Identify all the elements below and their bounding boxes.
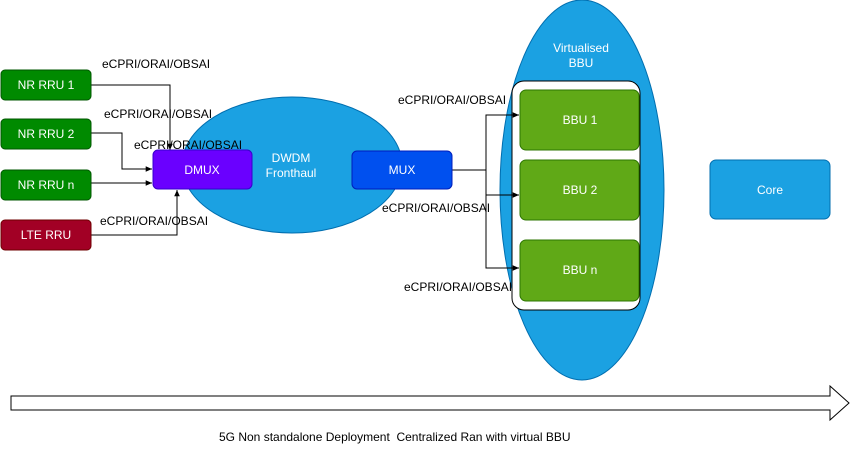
link-label-rrun: eCPRI/ORAI/OBSAI bbox=[134, 138, 242, 152]
node-label: Core bbox=[757, 183, 783, 197]
dwdm-label-line1: DWDM bbox=[272, 151, 311, 165]
node-nr-rru-n[interactable]: NR RRU n bbox=[0, 169, 92, 201]
node-label: BBU 1 bbox=[563, 113, 598, 127]
diagram-caption: 5G Non standalone Deployment Centralized… bbox=[219, 430, 571, 444]
node-label: DMUX bbox=[184, 163, 219, 177]
node-lte-rru[interactable]: LTE RRU bbox=[0, 219, 92, 251]
node-bbu-2[interactable]: BBU 2 bbox=[519, 159, 640, 221]
link-label-lte: eCPRI/ORAI/OBSAI bbox=[100, 214, 208, 228]
connector-mux-bbu1 bbox=[452, 112, 519, 171]
deployment-arrow bbox=[10, 384, 850, 422]
link-label-rru1: eCPRI/ORAI/OBSAI bbox=[102, 57, 210, 71]
link-label-rru2: eCPRI/ORAI/OBSAI bbox=[104, 107, 212, 121]
virtualised-bbu-label-line1: Virtualised bbox=[553, 41, 609, 55]
node-nr-rru-1[interactable]: NR RRU 1 bbox=[0, 69, 92, 101]
node-bbu-n[interactable]: BBU n bbox=[519, 239, 640, 302]
connector-mux-bbun bbox=[485, 195, 519, 271]
node-label: LTE RRU bbox=[21, 228, 71, 242]
dwdm-label-line2: Fronthaul bbox=[266, 166, 317, 180]
node-label: NR RRU 1 bbox=[18, 78, 75, 92]
node-mux[interactable]: MUX bbox=[351, 150, 453, 190]
connector-lte-dmux bbox=[91, 190, 180, 236]
node-bbu-1[interactable]: BBU 1 bbox=[519, 89, 640, 151]
node-label: BBU 2 bbox=[563, 183, 598, 197]
node-label: BBU n bbox=[563, 263, 598, 277]
node-dmux[interactable]: DMUX bbox=[152, 149, 253, 190]
node-label: MUX bbox=[389, 163, 416, 177]
link-label-mux-bbu2: eCPRI/ORAI/OBSAI bbox=[382, 201, 490, 215]
link-label-mux-bbun: eCPRI/ORAI/OBSAI bbox=[404, 280, 512, 294]
node-label: NR RRU 2 bbox=[18, 127, 75, 141]
node-nr-rru-2[interactable]: NR RRU 2 bbox=[0, 118, 92, 150]
connector-rru2-dmux bbox=[91, 132, 152, 172]
node-core[interactable]: Core bbox=[709, 159, 831, 220]
link-label-mux-bbu1: eCPRI/ORAI/OBSAI bbox=[398, 93, 506, 107]
connector-rru1-dmux bbox=[91, 84, 173, 150]
virtualised-bbu-label-line2: BBU bbox=[569, 56, 594, 70]
node-label: NR RRU n bbox=[18, 178, 75, 192]
